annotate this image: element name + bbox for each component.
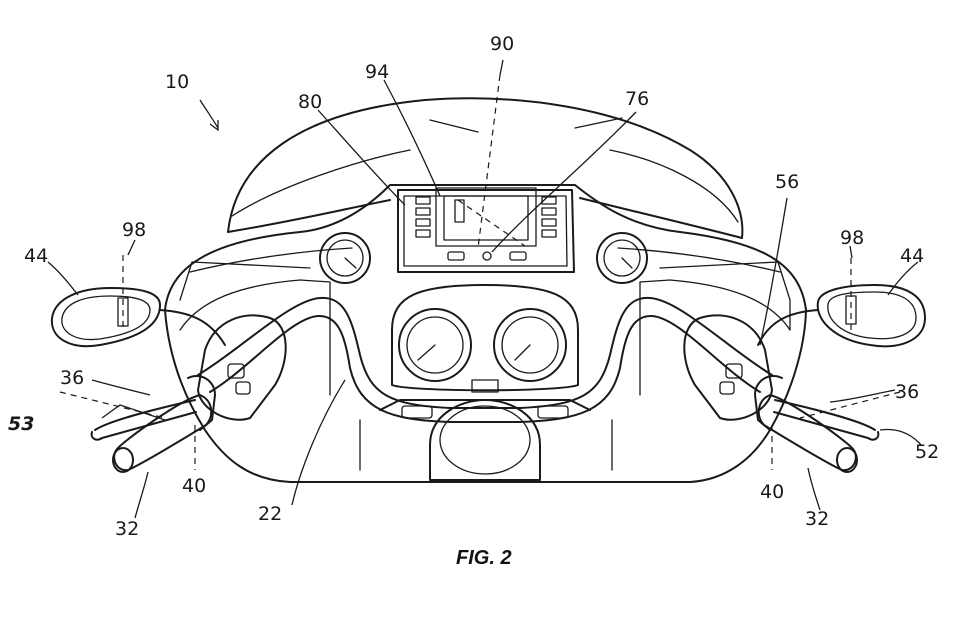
- ref-indicator: 76: [625, 88, 649, 110]
- ref-display: 94: [365, 61, 389, 83]
- figure-caption: FIG. 2: [456, 547, 512, 569]
- ref-right-mirror-element: 98: [840, 227, 864, 249]
- ref-left-mirror: 44: [24, 245, 48, 267]
- ref-fairing: 80: [298, 91, 322, 113]
- ref-right-control: 52: [915, 441, 939, 463]
- leader-lines: [47, 59, 923, 519]
- ref-left-switch: 40: [182, 475, 206, 497]
- reference-numerals: 10 90 94 80 76 44 98 98 44 56 36 36 53 5…: [8, 33, 939, 540]
- windshield: [227, 97, 744, 239]
- ref-switch-housing: 56: [775, 171, 799, 193]
- ref-assembly: 10: [165, 71, 189, 93]
- ref-right-lever: 36: [895, 381, 919, 403]
- center-console: [359, 399, 613, 481]
- main-gauges: [391, 284, 579, 393]
- right-mirror: [757, 258, 926, 348]
- ref-right-switch: 40: [760, 481, 784, 503]
- left-controls: [59, 314, 287, 473]
- ref-left-lever: 36: [60, 367, 84, 389]
- ref-handlebar: 22: [258, 503, 282, 525]
- left-mirror: [50, 255, 226, 348]
- handlebar: [197, 296, 773, 423]
- right-controls: [683, 314, 901, 473]
- ref-left-grip: 32: [115, 518, 139, 540]
- ref-windshield: 90: [490, 33, 514, 55]
- ref-left-control: 53: [8, 413, 34, 435]
- ref-right-mirror: 44: [900, 245, 924, 267]
- fairing: [164, 184, 807, 483]
- ref-right-grip: 32: [805, 508, 829, 530]
- right-small-gauge: [596, 232, 648, 284]
- ref-left-mirror-element: 98: [122, 219, 146, 241]
- left-small-gauge: [319, 232, 371, 284]
- display-housing: [397, 187, 575, 273]
